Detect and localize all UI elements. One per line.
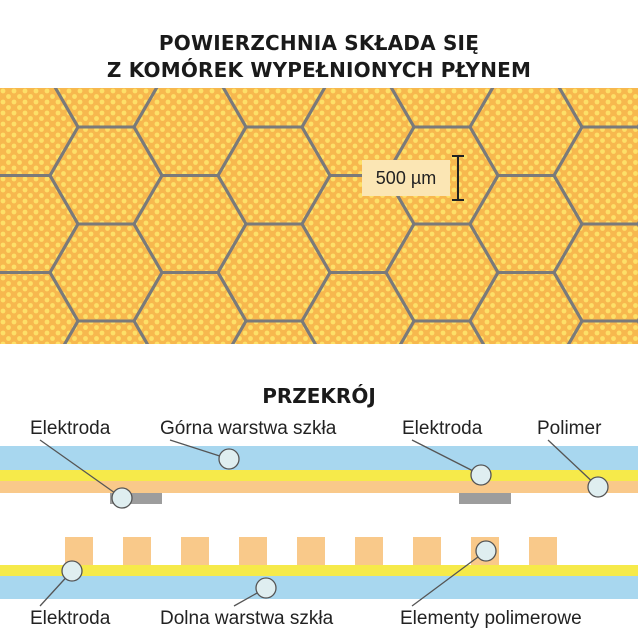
polymer-element xyxy=(529,537,557,565)
polymer-element xyxy=(297,537,325,565)
label-lower-glass: Dolna warstwa szkła xyxy=(160,608,334,629)
marker-lower-glass xyxy=(255,577,277,599)
label-electrode-top-left: Elektroda xyxy=(30,418,111,439)
polymer-element xyxy=(123,537,151,565)
cross-section-title: PRZEKRÓJ xyxy=(262,384,376,408)
marker-polymer xyxy=(587,476,609,498)
title-line-1: POWIERZCHNIA SKŁADA SIĘ xyxy=(158,31,480,55)
marker-upper-glass xyxy=(218,448,240,470)
marker-electrode-bottom-left xyxy=(61,560,83,582)
polymer-element xyxy=(413,537,441,565)
marker-electrode-top-left xyxy=(111,487,133,509)
callout-markers xyxy=(61,448,609,599)
upper-glass-layer xyxy=(0,446,638,470)
lower-electrode-layer xyxy=(0,565,638,576)
upper-polymer-layer xyxy=(0,481,638,493)
electrode-pad-left xyxy=(110,493,162,504)
marker-electrode-top-right xyxy=(470,464,492,486)
honeycomb-cells xyxy=(0,88,638,344)
honeycomb-panel xyxy=(0,88,638,344)
honeycomb-cell xyxy=(552,125,638,226)
marker-polymer-elements xyxy=(475,540,497,562)
polymer-elements xyxy=(65,537,557,565)
label-polymer-elements: Elementy polimerowe xyxy=(400,608,582,629)
label-electrode-top-right: Elektroda xyxy=(402,418,483,439)
upper-assembly xyxy=(0,446,638,504)
polymer-element xyxy=(181,537,209,565)
page-title: POWIERZCHNIA SKŁADA SIĘ Z KOMÓREK WYPEŁN… xyxy=(0,30,638,84)
polymer-element xyxy=(65,537,93,565)
label-upper-glass: Górna warstwa szkła xyxy=(160,418,337,439)
title-line-2: Z KOMÓREK WYPEŁNIONYCH PŁYNEM xyxy=(106,58,532,82)
polymer-element xyxy=(355,537,383,565)
label-electrode-bottom-left: Elektroda xyxy=(30,608,111,629)
upper-electrode-layer xyxy=(0,470,638,481)
scale-label: 500 µm xyxy=(362,160,450,196)
honeycomb-cell xyxy=(552,222,638,323)
lower-assembly xyxy=(0,537,638,599)
polymer-element xyxy=(239,537,267,565)
electrode-pad-right xyxy=(459,493,511,504)
lower-glass-layer xyxy=(0,576,638,599)
label-polymer: Polimer xyxy=(537,418,602,439)
scale-bar xyxy=(452,155,464,201)
